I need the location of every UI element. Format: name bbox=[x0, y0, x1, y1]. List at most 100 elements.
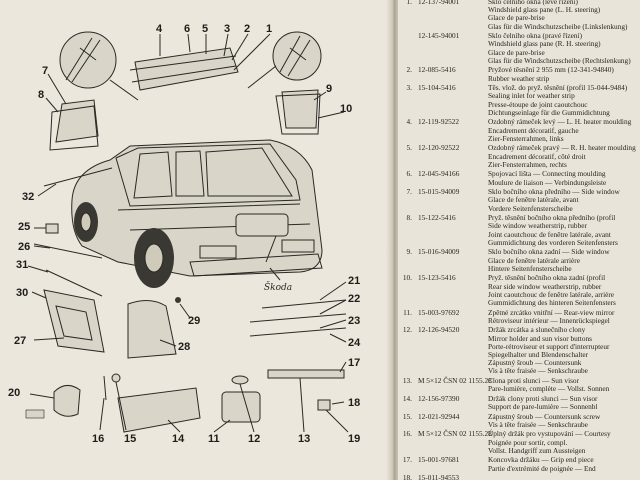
description-line: Gummidichtung des vorderen Seitenfenster… bbox=[488, 237, 618, 247]
part-description: Zpětné zrcátko vnitřní — Rear-view mirro… bbox=[488, 308, 615, 325]
description-line: Joint caoutchouc de fenêtre latérale, av… bbox=[488, 229, 611, 239]
description-line: Ozdobný rámeček levý — L. H. heater moul… bbox=[488, 117, 632, 127]
rear-licence-area bbox=[235, 213, 289, 237]
part-description: Pryž. těsnění bočního okna předního (pro… bbox=[488, 213, 618, 247]
side-window-rear bbox=[281, 89, 319, 129]
part-description: Sklo bočního okna předního — Side window… bbox=[488, 187, 620, 213]
part-description: Ozdobný rámeček levý — L. H. heater moul… bbox=[488, 118, 631, 143]
part-number: 15-123-5416 bbox=[418, 273, 456, 283]
description-line: Koncovka držáku — Grip end piece bbox=[488, 455, 594, 465]
mirror-holder bbox=[231, 375, 249, 385]
description-line: Rear side window weatherstrip, rubber bbox=[488, 281, 602, 291]
description-line: Glace de fenêtre latérale arrière bbox=[488, 255, 580, 265]
part-number: M 5×12 ČSN 02 1155.28 bbox=[418, 429, 492, 439]
description-line: Pare-lumière, complète — Vollst. Sonnen bbox=[488, 384, 610, 394]
callout-9: 9 bbox=[326, 83, 332, 95]
callout-15: 15 bbox=[124, 433, 136, 445]
sun-visor bbox=[117, 387, 201, 433]
seat-shell bbox=[127, 300, 177, 359]
car-greenhouse bbox=[115, 143, 301, 207]
item-number: 17. bbox=[402, 455, 412, 465]
callout-4: 4 bbox=[156, 23, 163, 35]
part-number: 12-145-94001 bbox=[418, 31, 460, 41]
part-description: Pryž. těsnění bočního okna zadní (profil… bbox=[488, 274, 616, 307]
callout-8: 8 bbox=[38, 89, 44, 101]
description-line: Spiegelhalter und Blendenschalter bbox=[488, 349, 589, 359]
part-number: 15-011-94553 bbox=[418, 473, 460, 480]
trim-strips bbox=[249, 299, 347, 337]
callout-18: 18 bbox=[348, 397, 360, 409]
part-number: 12-156-97390 bbox=[418, 393, 460, 403]
part-description: Sklo čelního okna (pravé řízení)Windshie… bbox=[488, 31, 631, 65]
item-number: 6. bbox=[406, 169, 412, 179]
callout-6: 6 bbox=[184, 23, 190, 35]
description-line: Vis à tête fraisée — Senkschraube bbox=[488, 419, 588, 429]
part-number: 15-122-5416 bbox=[418, 213, 456, 223]
callout-20: 20 bbox=[8, 387, 20, 399]
description-line: Rubber weather strip bbox=[488, 73, 550, 83]
description-line: Moulure de liaison — Verbindungsleiste bbox=[488, 177, 607, 187]
description-line: Glace de pare-brise bbox=[488, 47, 545, 57]
part-number: 12-021-92944 bbox=[418, 411, 460, 421]
description-line: Glas für die Windschutzscheibe (Rechtsle… bbox=[488, 55, 631, 65]
item-number: 5. bbox=[406, 143, 412, 153]
part-description: Sklo čelního okna (levé řízení)Windshiel… bbox=[488, 0, 627, 31]
detail-circle-right bbox=[272, 31, 322, 81]
item-number: 1. bbox=[406, 0, 412, 6]
callout-27: 27 bbox=[14, 335, 26, 347]
callout-22: 22 bbox=[348, 293, 360, 305]
item-number: 2. bbox=[406, 65, 412, 75]
part-number: 15-003-97692 bbox=[418, 307, 460, 317]
item-number: 10. bbox=[402, 273, 412, 283]
detail-right-section bbox=[279, 35, 311, 77]
item-number: 13. bbox=[402, 376, 412, 385]
description-line: Vordere Seitenfensterscheibe bbox=[488, 203, 573, 213]
callout-29: 29 bbox=[188, 315, 200, 327]
pin bbox=[103, 375, 107, 401]
door-pocket bbox=[43, 289, 105, 353]
callout-16: 16 bbox=[92, 433, 104, 445]
fastener bbox=[175, 297, 181, 303]
description-line: Zápustný šroub — Countersunk bbox=[488, 358, 582, 368]
callout-19: 19 bbox=[348, 433, 360, 445]
description-line: Support de pare-lumière — Sonnenbl bbox=[488, 401, 598, 411]
description-line: Těs. vlož. do pryž. těsnění (profil 15-0… bbox=[488, 83, 628, 93]
callout-14: 14 bbox=[172, 433, 185, 445]
part-number: 12-137-94001 bbox=[418, 0, 460, 6]
part-number: 15-104-5416 bbox=[418, 83, 456, 93]
detail-left-section bbox=[65, 37, 101, 83]
item-number: 15. bbox=[402, 411, 412, 421]
wiring-lead bbox=[265, 235, 281, 281]
description-line: Side window weatherstrip, rubber bbox=[488, 221, 587, 231]
description-line: Glace de fenêtre latérale, avant bbox=[488, 195, 579, 205]
description-line: Partie d'extrémité de poignée — End bbox=[488, 463, 596, 473]
description-line: Encadrement décoratif, côté droit bbox=[488, 151, 586, 161]
right-page-parts-list: 1. 12-137-94001 Sklo čelního okna (levé ří… bbox=[398, 0, 640, 480]
description-line: Zier-Fensterrahmen, rechts bbox=[488, 159, 567, 169]
callout-2: 2 bbox=[244, 23, 250, 35]
description-line: Držák clony proti slunci — Sun visor bbox=[488, 393, 598, 403]
mirror-exterior bbox=[53, 385, 81, 417]
part-description: Pryžové těsnění 2 955 mm (12-341-94840)R… bbox=[488, 65, 614, 83]
part-number: 12-120-92522 bbox=[418, 143, 460, 153]
description-line: Sklo čelního okna (levé řízení) bbox=[488, 0, 578, 6]
description-line: Vollst. Handgriff zum Aussteigen bbox=[488, 445, 586, 455]
callout-5: 5 bbox=[202, 23, 208, 35]
windshield-seal bbox=[129, 55, 237, 83]
part-number: 12-119-92522 bbox=[418, 117, 460, 127]
door-pocket-inner bbox=[55, 305, 93, 341]
description-line: Držák zrcátka a slunečního clony bbox=[488, 325, 586, 335]
description-line: Glace de pare-brise bbox=[488, 13, 545, 23]
callout-31: 31 bbox=[16, 259, 28, 271]
description-line: Pryžové těsnění 2 955 mm (12-341-94840) bbox=[488, 65, 614, 75]
description-line: Zier-Fensterrahmen, links bbox=[488, 133, 564, 143]
rear-bumper bbox=[189, 253, 323, 277]
description-line: Joint caoutchouc de fenêtre latérale, ar… bbox=[488, 289, 614, 299]
